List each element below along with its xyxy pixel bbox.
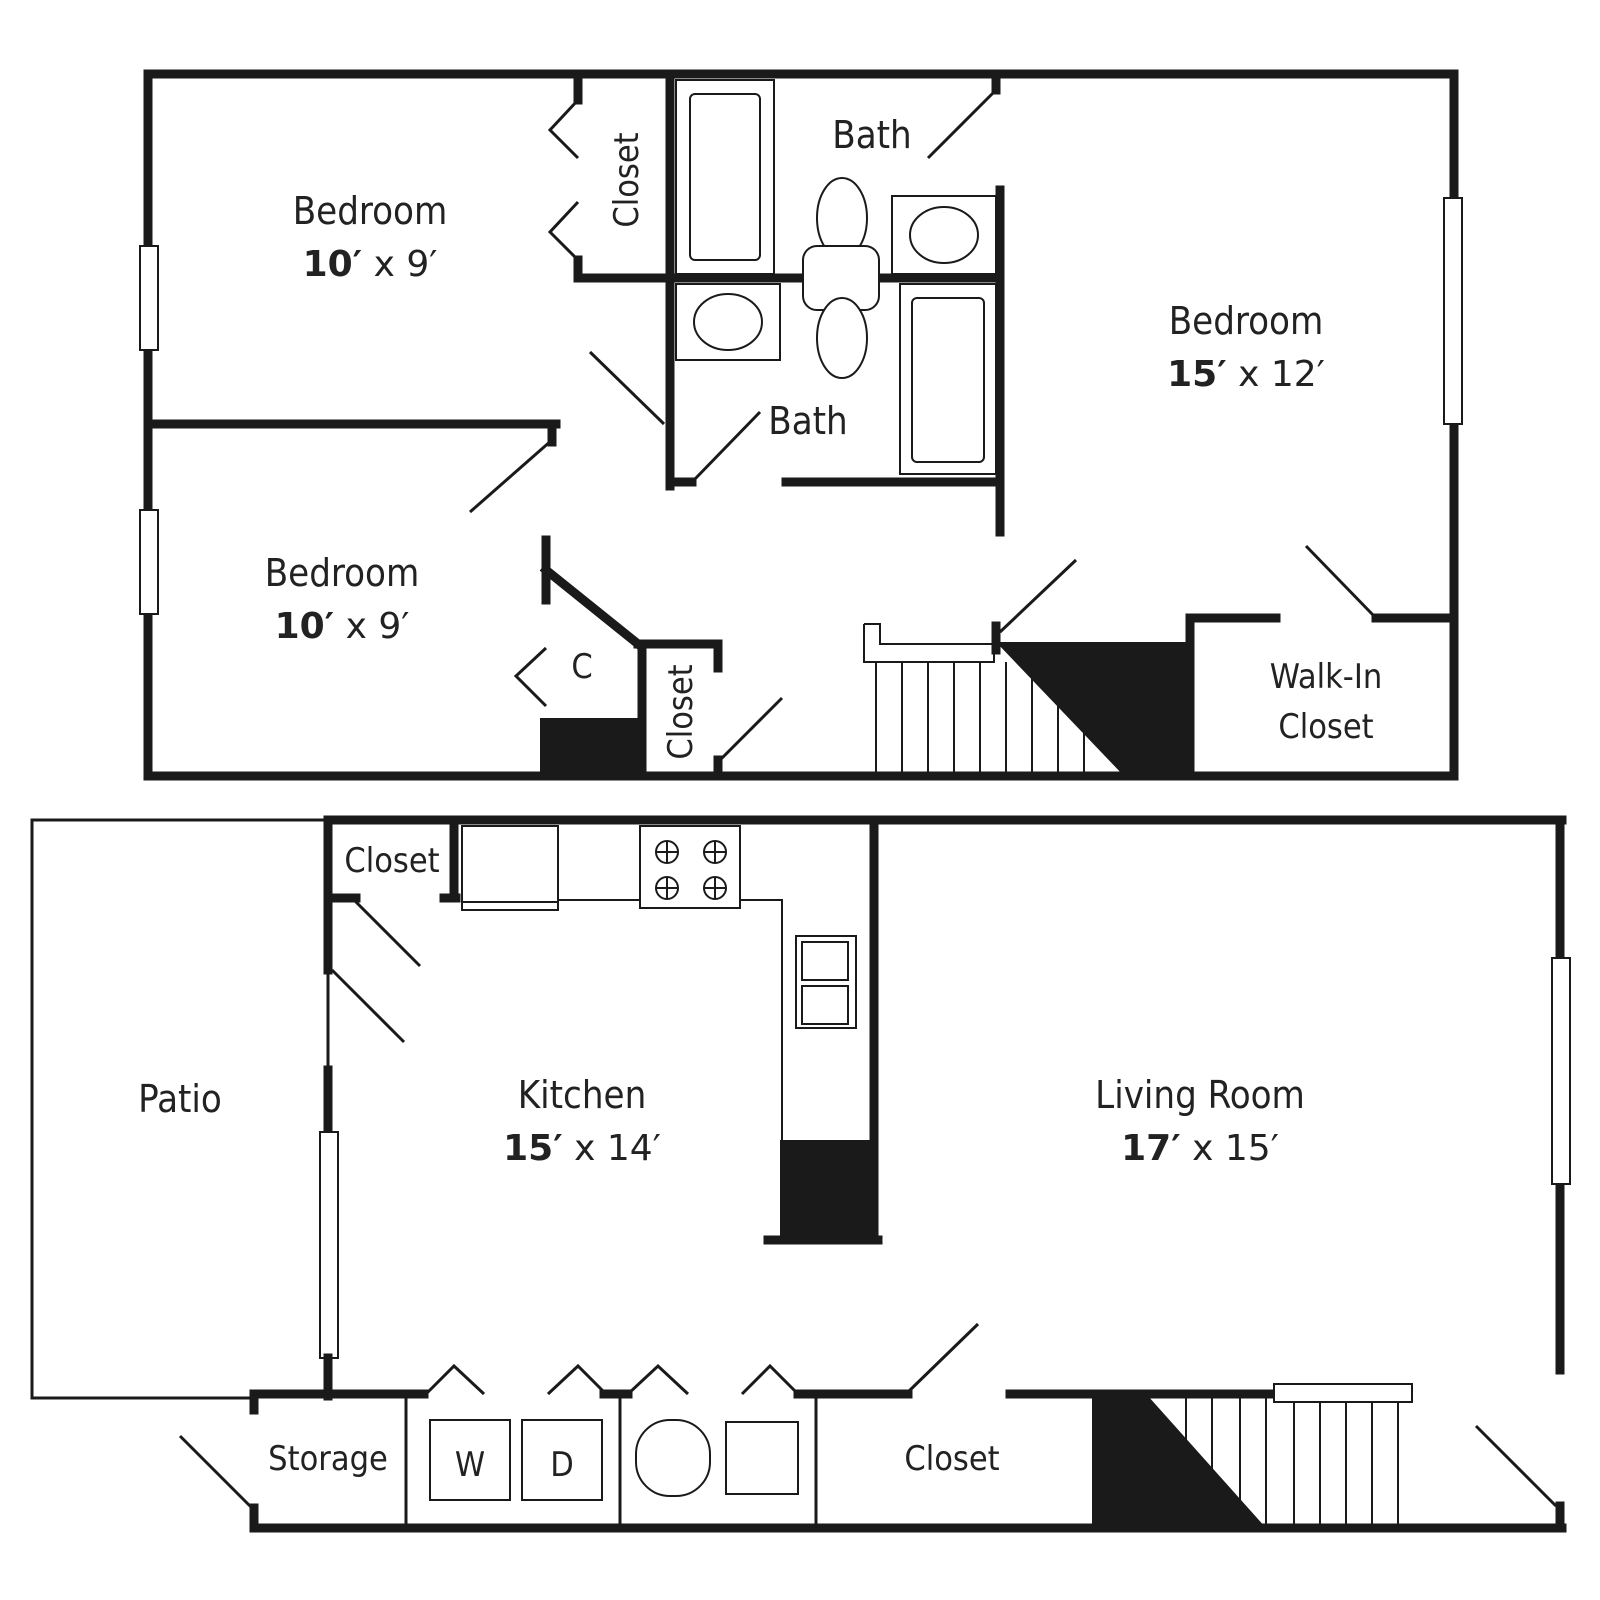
chase: [780, 1140, 878, 1238]
room-dimensions: 15′ x 14′: [503, 1128, 661, 1169]
walk-in-closet-door[interactable]: [1304, 544, 1376, 618]
lower-floor: Patio Closet Kitchen 15′ x 14′ Living Ro…: [30, 815, 1571, 1533]
door-bath-upper[interactable]: [926, 88, 998, 160]
door-utility-2[interactable]: [740, 1363, 800, 1396]
closet-door-nw-1[interactable]: [547, 98, 580, 160]
stairs-upper[interactable]: [863, 623, 1188, 776]
water-heater-icon: [635, 1419, 711, 1497]
window-bedroom-nw: [139, 245, 159, 351]
door-utility-1[interactable]: [626, 1363, 690, 1396]
washer-label: W: [455, 1445, 485, 1485]
closet-hall-door[interactable]: [716, 696, 784, 764]
dryer-label: D: [550, 1445, 574, 1485]
room-label: Bedroom: [1169, 299, 1324, 343]
counter-edge: [740, 899, 783, 1140]
door-bedroom-w[interactable]: [469, 438, 553, 514]
room-label: Kitchen: [518, 1073, 647, 1117]
patio-slider[interactable]: [319, 1131, 339, 1359]
refrigerator: [461, 825, 559, 911]
room-label: Storage: [268, 1439, 388, 1479]
room-label: Bath: [832, 113, 911, 157]
sink-icon: [693, 293, 763, 351]
dryer-icon: [521, 1419, 603, 1501]
sink-icon: [909, 206, 979, 264]
door-laundry-2[interactable]: [546, 1363, 608, 1396]
door-laundry-1[interactable]: [424, 1363, 486, 1396]
closet-c-door[interactable]: [513, 646, 548, 708]
door-bath-lower[interactable]: [692, 410, 762, 482]
room-label: Closet: [1278, 707, 1373, 747]
washer-icon: [429, 1419, 511, 1501]
room-label: Living Room: [1095, 1073, 1305, 1117]
room-label: Bedroom: [265, 551, 420, 595]
stove-icon: [639, 825, 741, 909]
room-label: Patio: [138, 1077, 222, 1121]
closet-door-nw-2[interactable]: [547, 200, 580, 262]
door-bedroom-master[interactable]: [998, 558, 1078, 634]
bathtub-icon: [689, 93, 761, 261]
stair-void: [1092, 1396, 1266, 1528]
window-living: [1551, 957, 1571, 1185]
door-storage[interactable]: [178, 1434, 254, 1510]
room-dimensions: 15′ x 12′: [1167, 354, 1325, 395]
furnace-icon: [725, 1421, 799, 1495]
burner-icons: [655, 840, 727, 900]
window-bedroom-master: [1443, 197, 1463, 425]
room-label: Closet: [344, 841, 439, 881]
sink-basin-icon: [801, 985, 849, 1025]
patio-outline: [30, 818, 328, 1400]
stair-landing: [863, 623, 995, 663]
room-dimensions: 17′ x 15′: [1121, 1128, 1279, 1169]
room-dimensions: 10′ x 9′: [303, 244, 438, 285]
stairs-lower[interactable]: [1092, 1383, 1413, 1528]
room-label: Closet: [661, 664, 701, 759]
bathtub-icon: [911, 297, 985, 463]
room-label: Closet: [904, 1439, 999, 1479]
door-closet-living[interactable]: [906, 1322, 980, 1394]
stair-void: [996, 642, 1188, 776]
room-label: Walk-In: [1270, 657, 1382, 697]
wall: [539, 563, 645, 651]
door-closet-kitchen[interactable]: [350, 896, 422, 968]
room-dimensions: 10′ x 9′: [275, 606, 410, 647]
upper-floor: Bedroom 10′ x 9′ Bedroom 10′ x 9′ Bedroo…: [139, 69, 1463, 781]
window-bedroom-w: [139, 509, 159, 615]
door-front-entry[interactable]: [1474, 1424, 1558, 1508]
stair-railing: [1273, 1383, 1413, 1403]
door-bedroom-nw[interactable]: [588, 350, 666, 426]
chase: [540, 718, 642, 776]
door-patio[interactable]: [330, 968, 406, 1044]
room-label: C: [571, 647, 592, 687]
room-label: Bath: [768, 399, 847, 443]
room-label: Closet: [607, 132, 647, 227]
sink-basin-icon: [801, 941, 849, 981]
room-label: Bedroom: [293, 189, 448, 233]
toilet-icon: [816, 297, 868, 379]
